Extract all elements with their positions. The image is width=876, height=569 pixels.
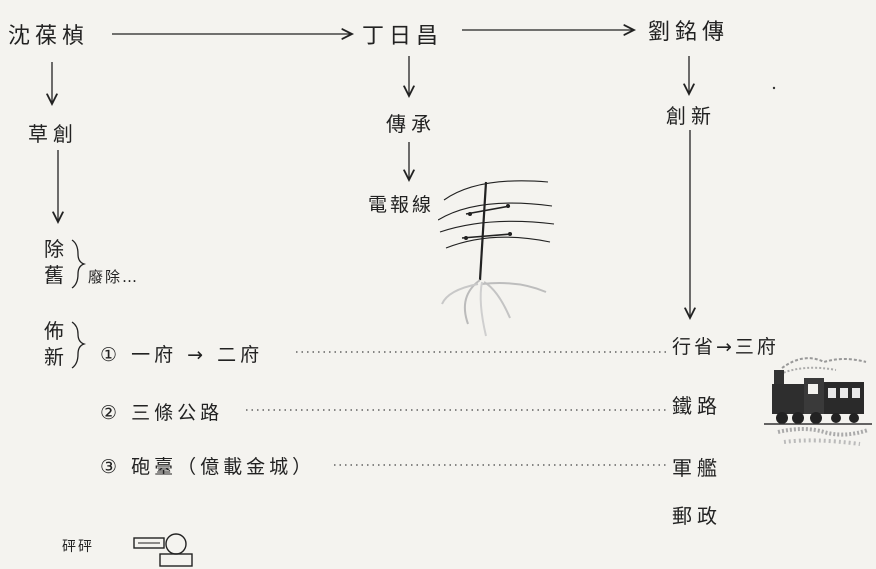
chen-note: 廢除… [88, 268, 140, 286]
item-1-label: ① 一府 → 二府 [100, 344, 264, 366]
vertical-chen-jiu: 除 舊 [44, 237, 64, 287]
vertical-bu-xin: 佈 新 [44, 319, 64, 369]
cannon-icon [133, 533, 193, 567]
node-shen-baozhen: 沈葆楨 [8, 24, 90, 49]
brace-bu [71, 321, 87, 369]
node-dianbaoxian: 電報線 [368, 194, 435, 216]
item-2-result: 鐵路 [672, 394, 722, 418]
node-chuancheng: 傳承 [386, 112, 436, 136]
item-1-result: 行省→三府 [672, 336, 779, 358]
telegraph-pole-icon [438, 180, 555, 337]
item-3-label: ③ 砲臺（億載金城） [100, 456, 316, 478]
node-chuangxin: 創新 [666, 104, 716, 128]
item-2-label: ② 三條公路 [100, 402, 224, 424]
node-liu-mingchuan: 劉銘傳 [648, 20, 730, 45]
cannon-sound-text: 砰砰 [62, 539, 94, 555]
train-icon [764, 357, 872, 446]
item-3-result: 軍艦 [672, 456, 722, 480]
brace-chen [71, 239, 87, 289]
item-4-result: 郵政 [672, 504, 722, 528]
node-ding-richang: 丁日昌 [362, 24, 444, 49]
node-caochuang: 草創 [28, 122, 78, 146]
